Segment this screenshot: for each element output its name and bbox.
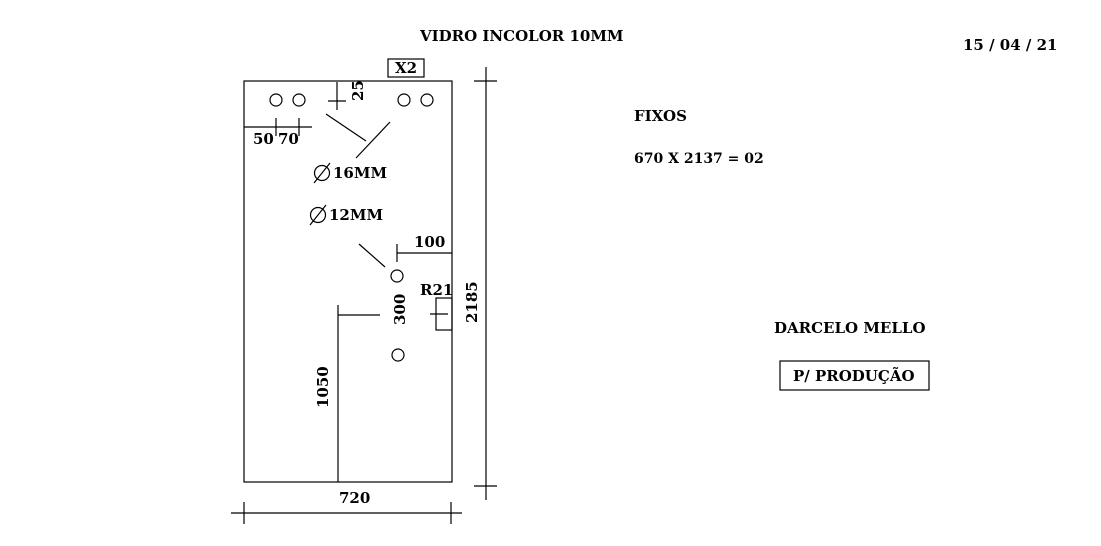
dim-total-width: 720 [339,489,370,507]
hole-diameter-large: 16MM [333,164,387,182]
notes-spec: 670 X 2137 = 02 [634,151,764,167]
diameter-symbol-12 [309,206,327,224]
diameter-slash-16 [313,162,331,184]
hole-top-left-1 [269,93,283,107]
diameter-slash-12 [309,204,327,226]
notch-radius: R21 [420,281,453,299]
notes-section-label: FIXOS [634,107,687,125]
signature-name: DARCELO MELLO [774,319,926,337]
dim-hole-spacing: 300 [391,294,409,325]
status-label: P/ PRODUÇÃO [793,366,915,385]
hole-top-right-2 [420,93,434,107]
quantity-box [387,58,425,78]
dim-total-height: 2185 [463,281,481,323]
status-box [779,360,930,391]
hole-top-right-1 [397,93,411,107]
drawing-date: 15 / 04 / 21 [963,36,1057,54]
quantity-label: X2 [395,59,417,77]
drawing-title: VIDRO INCOLOR 10MM [419,27,624,45]
dim-height-to-holes: 1050 [314,366,332,408]
hole-top-left-2 [292,93,306,107]
hole-diameter-small: 12MM [329,206,383,224]
glass-panel-outline [243,80,453,483]
dim-hole-offset-2: 70 [278,130,299,148]
hole-middle-lower [391,348,405,362]
hole-middle-upper [390,269,404,283]
diameter-symbol-16 [313,164,331,182]
leader-16mm-left [325,113,367,142]
leader-16mm-right [355,121,391,159]
dim-hole-offset-1: 50 [253,130,274,148]
dim-edge-offset: 100 [414,233,445,251]
leader-12mm [358,243,386,268]
dim-hole-offset-top: 25 [349,80,367,101]
